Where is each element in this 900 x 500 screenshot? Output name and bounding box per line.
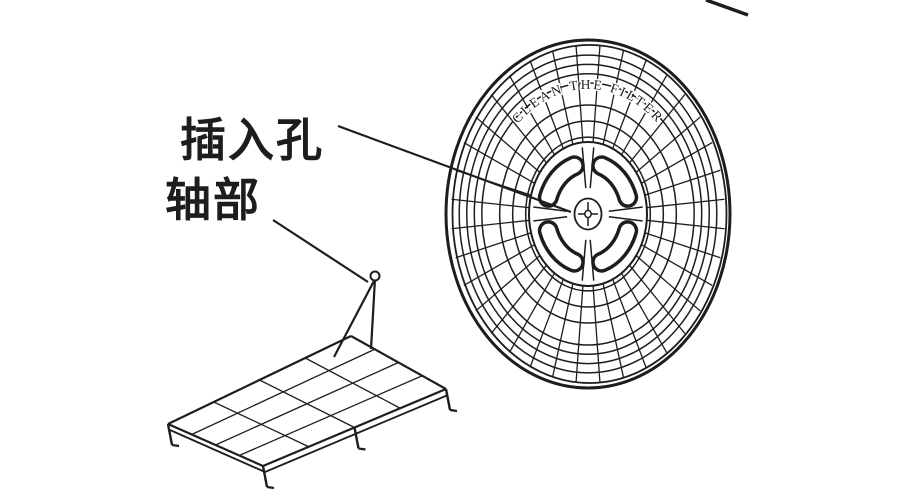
grille-spoke (490, 94, 548, 165)
grille-spoke (575, 284, 584, 383)
grille-ring (511, 120, 665, 308)
grille-spoke (475, 254, 542, 312)
grille-spoke (490, 263, 548, 334)
grille-spoke (455, 231, 533, 259)
hub-slot-hole (594, 223, 635, 270)
rack-grid-line (215, 361, 399, 446)
leader-line-shaft (272, 219, 369, 283)
label-shaft: 轴部 (165, 173, 261, 227)
filter-engraving-arc: CLEAN THE FILTER (507, 75, 666, 127)
leader-line-insertion-hole (337, 124, 572, 214)
rack-leg (261, 465, 269, 488)
grille-ring (466, 63, 710, 365)
rack-grid-line (238, 375, 423, 457)
grille-spoke (639, 243, 713, 286)
grille-spoke (592, 45, 601, 144)
grille-spoke (451, 219, 531, 230)
grille-spoke (529, 278, 565, 368)
grille-spoke (620, 271, 668, 353)
corner-fragment-line (705, 0, 749, 17)
grille-ring (498, 104, 678, 324)
hub-strut (533, 215, 568, 222)
handle-eyelet (369, 270, 381, 282)
grille-ring (481, 82, 695, 346)
grille-spoke (611, 278, 647, 368)
grille-spoke (508, 271, 556, 353)
rack-foot (171, 443, 180, 448)
filter-engraving-text: CLEAN THE FILTER (509, 77, 667, 126)
handle-right-leg (369, 278, 377, 350)
rack-foot (449, 408, 458, 413)
grille-ring (458, 54, 718, 374)
disc-outer-rim (444, 38, 732, 390)
grille-spoke (602, 282, 625, 378)
hub-slot-hole (541, 158, 582, 205)
grille-spoke (508, 75, 556, 157)
grille-spoke (620, 75, 668, 157)
grille-spoke (639, 142, 713, 185)
grille-spoke (551, 50, 574, 146)
rack-leg (166, 423, 174, 446)
grille-spoke (611, 60, 647, 150)
grille-spoke (551, 282, 574, 378)
label-insertion-hole: 插入孔 (180, 113, 324, 167)
grille-spoke (475, 116, 542, 174)
rack-foot (358, 447, 366, 451)
grille-spoke (628, 263, 686, 334)
rack-leg (353, 427, 360, 449)
rack-foot (266, 485, 275, 490)
filter-disc (444, 38, 732, 390)
rack-grid-line (304, 357, 401, 409)
grille-spoke (575, 45, 584, 144)
grille-spoke (645, 219, 725, 230)
socket-center-dot (584, 209, 592, 219)
grille-spoke (463, 243, 537, 286)
hub-slot-hole (541, 223, 582, 270)
grille-spoke (643, 169, 721, 197)
grille-ring (524, 136, 652, 292)
hub-slot-hole (594, 158, 635, 205)
grille-spoke (634, 254, 701, 312)
grille-spoke (451, 198, 531, 209)
hub-strut (608, 215, 643, 222)
grille-spoke (643, 231, 721, 259)
hub-strut (533, 206, 568, 213)
grille-spoke (645, 198, 725, 209)
leader-lines (272, 124, 572, 283)
wire-rack (166, 270, 458, 490)
handle-left-leg (333, 278, 376, 358)
rack-grid-line (350, 335, 447, 390)
hub-strut (608, 206, 643, 213)
rack-leg (444, 388, 452, 411)
grille-spoke (634, 116, 701, 174)
grille-ring (473, 72, 703, 356)
grille-spoke (463, 142, 537, 185)
grille-spoke (592, 284, 601, 383)
grille-spoke (602, 50, 625, 146)
grille-spoke (628, 94, 686, 165)
disc-inner-rim (451, 44, 728, 384)
grille-spoke (529, 60, 565, 150)
